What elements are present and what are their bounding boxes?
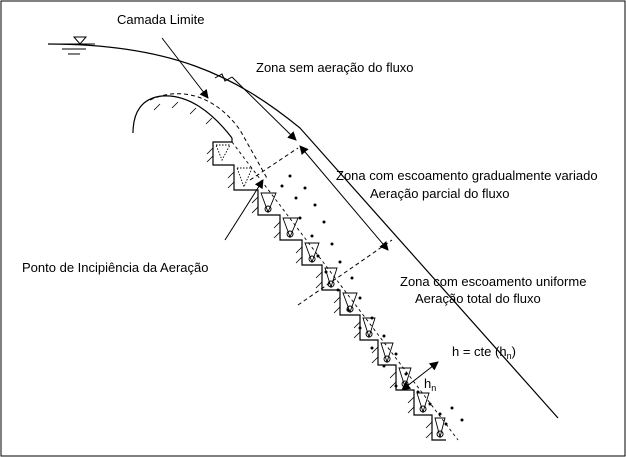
label-hn-sub: n xyxy=(431,383,436,393)
label-hn: hn xyxy=(424,376,436,393)
label-zona-uniforme-l1: Zona com escoamento uniforme xyxy=(400,274,586,289)
label-zona-gradual-l2: Aeração parcial do fluxo xyxy=(370,186,509,201)
air-bubbles xyxy=(280,174,464,426)
zona-sem-aeracao-zigzag xyxy=(214,73,233,82)
label-zona-sem-aeracao: Zona sem aeração do fluxo xyxy=(256,60,414,75)
label-h-cte-sub: n xyxy=(507,351,512,361)
hn-dimension-arrow xyxy=(401,361,439,391)
label-h-cte: h = cte (hn) xyxy=(452,344,516,361)
label-ponto-incipiencia: Ponto de Incipiência da Aeração xyxy=(22,260,208,275)
camada-limite-arrow xyxy=(161,37,209,99)
label-zona-gradual-l1: Zona com escoamento gradualmente variado xyxy=(336,168,598,183)
label-zona-uniforme-l2: Aeração total do fluxo xyxy=(415,291,541,306)
boundary-layer-curve xyxy=(149,93,269,181)
zona-gradual-arrow xyxy=(299,145,389,251)
uniform-separator xyxy=(297,239,393,306)
crest-profile xyxy=(132,95,233,139)
incipiencia-arrow xyxy=(224,179,264,241)
zona-sem-aeracao-arrow xyxy=(231,76,297,141)
pseudo-bottom-line xyxy=(231,141,459,441)
incipience-separator xyxy=(249,147,299,181)
stepped-face xyxy=(212,138,446,441)
label-camada-limite: Camada Limite xyxy=(117,12,204,27)
free-surface-line xyxy=(47,43,559,419)
